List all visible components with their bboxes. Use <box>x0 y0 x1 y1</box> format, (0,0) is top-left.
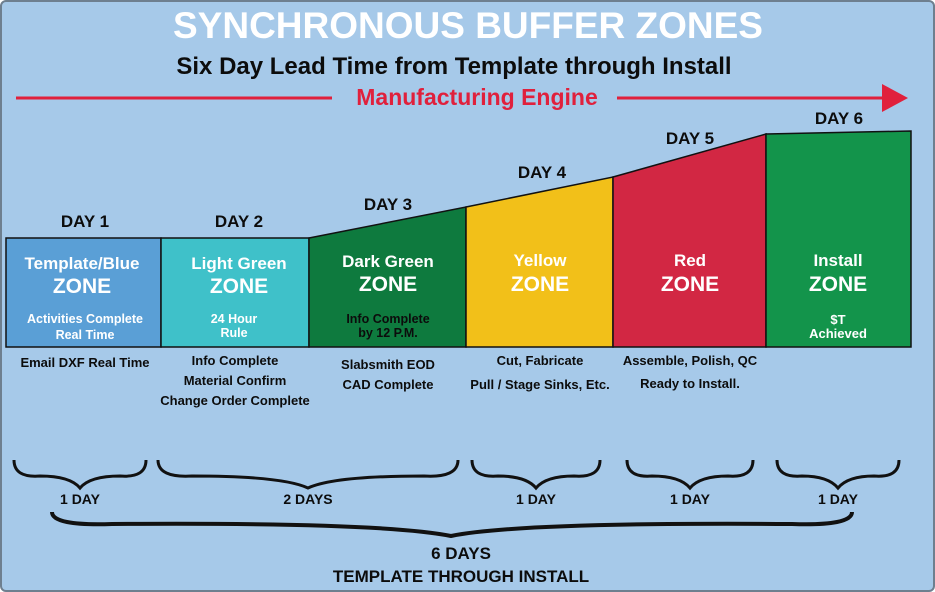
activity-day2-3: Change Order Complete <box>160 393 310 408</box>
zone-note-install-1: $T <box>830 312 845 327</box>
zone-block-install <box>765 130 912 348</box>
day-label-2: DAY 2 <box>215 212 263 231</box>
activity-day3-2: CAD Complete <box>342 377 433 392</box>
day-label-6: DAY 6 <box>815 109 863 128</box>
duration-label-5: 1 DAY <box>818 491 859 507</box>
day-label-1: DAY 1 <box>61 212 109 231</box>
brace-day5-icon <box>625 459 755 491</box>
day-label-4: DAY 4 <box>518 163 567 182</box>
zone-word-light-green: ZONE <box>210 275 268 298</box>
activity-day4-2: Pull / Stage Sinks, Etc. <box>470 377 609 392</box>
zone-word-blue: ZONE <box>53 275 111 298</box>
zone-word-dark-green: ZONE <box>359 273 417 296</box>
engine-label: Manufacturing Engine <box>356 84 598 110</box>
zone-note-dark-green-2: by 12 P.M. <box>358 326 418 340</box>
zone-block-red <box>612 133 767 348</box>
activity-day5-1: Assemble, Polish, QC <box>623 353 758 368</box>
zone-name-yellow: Yellow <box>514 251 568 270</box>
day-label-5: DAY 5 <box>666 129 714 148</box>
zone-word-yellow: ZONE <box>511 273 569 296</box>
zone-name-red: Red <box>674 251 706 270</box>
manufacturing-engine-arrow: Manufacturing Engine <box>16 84 908 112</box>
total-days: 6 DAYS <box>431 544 491 563</box>
brace-day1-icon <box>12 459 148 491</box>
zone-note-light-green-1: 24 Hour <box>211 312 258 326</box>
subtitle: Six Day Lead Time from Template through … <box>176 53 731 80</box>
title: SYNCHRONOUS BUFFER ZONES <box>173 5 763 46</box>
day-label-3: DAY 3 <box>364 195 412 214</box>
zone-note-blue-1: Activities Complete <box>27 312 143 326</box>
zone-name-light-green: Light Green <box>191 254 286 273</box>
zone-note-install-2: Achieved <box>809 326 867 341</box>
activity-day1-1: Email DXF Real Time <box>20 355 149 370</box>
duration-label-4: 1 DAY <box>670 491 711 507</box>
zone-name-blue: Template/Blue <box>25 254 140 273</box>
zone-word-red: ZONE <box>661 273 719 296</box>
arrow-head-icon <box>882 84 908 112</box>
zone-name-dark-green: Dark Green <box>342 252 434 271</box>
activity-day3-1: Slabsmith EOD <box>341 357 435 372</box>
duration-label-1: 1 DAY <box>60 491 101 507</box>
brace-total-icon <box>50 511 854 539</box>
activity-day4-1: Cut, Fabricate <box>497 353 584 368</box>
activity-day2-1: Info Complete <box>192 353 279 368</box>
zone-name-install: Install <box>813 251 862 270</box>
brace-day4-icon <box>470 459 602 491</box>
zone-note-light-green-2: Rule <box>220 326 247 340</box>
duration-label-2: 2 DAYS <box>283 491 332 507</box>
zone-note-dark-green-1: Info Complete <box>346 312 429 326</box>
brace-day6-icon <box>775 459 901 491</box>
zone-note-blue-2: Real Time <box>56 328 115 342</box>
activity-day5-2: Ready to Install. <box>640 376 740 391</box>
brace-days2-3-icon <box>156 459 460 490</box>
zone-word-install: ZONE <box>809 273 867 296</box>
total-caption: TEMPLATE THROUGH INSTALL <box>333 567 589 586</box>
duration-label-3: 1 DAY <box>516 491 557 507</box>
activity-day2-2: Material Confirm <box>184 373 287 388</box>
